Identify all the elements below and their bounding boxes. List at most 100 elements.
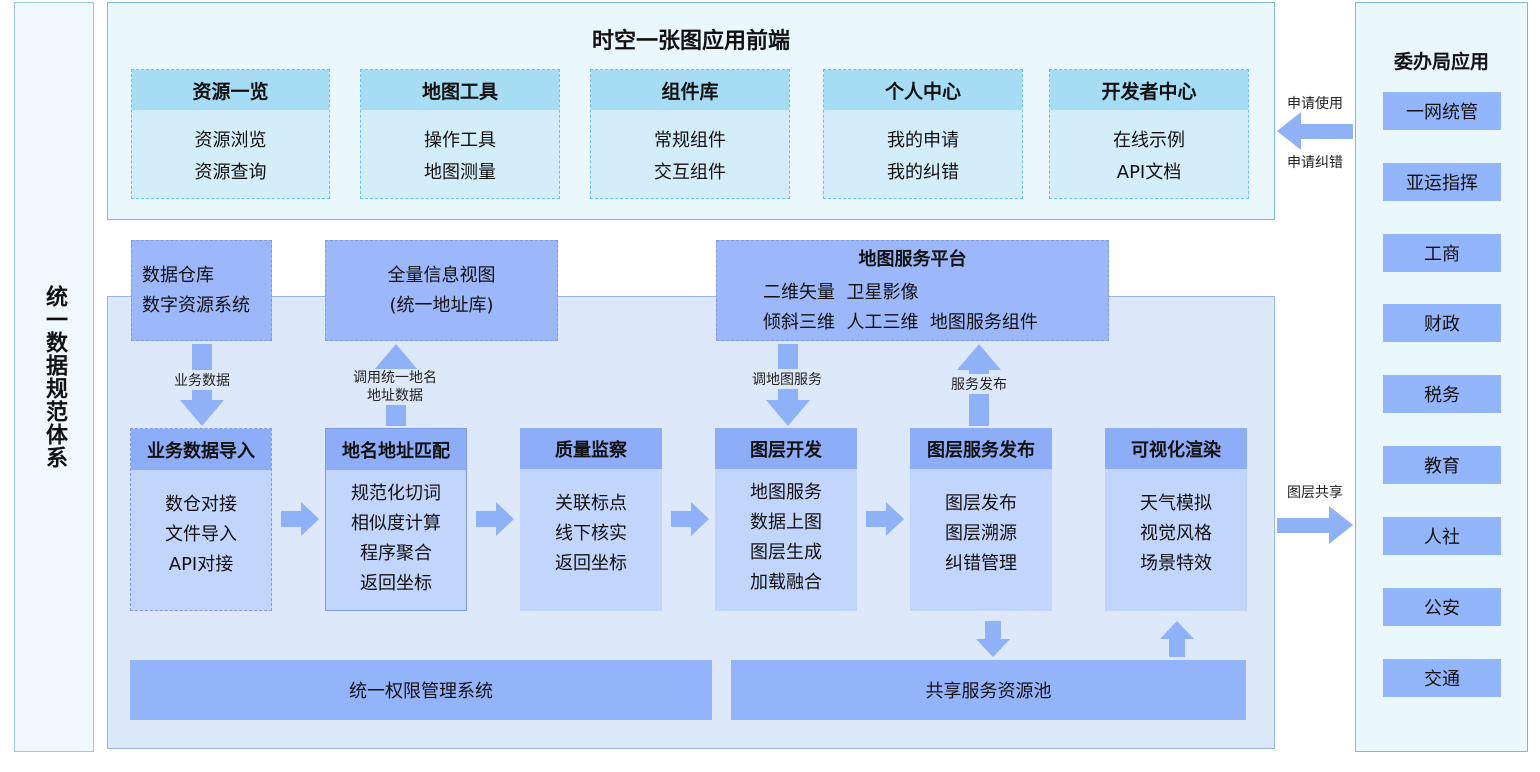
down-arrow-icon xyxy=(976,621,1010,657)
module-item: 天气模拟 xyxy=(1140,493,1212,514)
right-arrow-icon xyxy=(1277,506,1353,544)
frontend-title: 时空一张图应用前端 xyxy=(591,29,790,54)
frontend-card-item: 我的纠错 xyxy=(887,162,959,183)
warehouse-line: 数据仓库 xyxy=(142,264,214,286)
module-item: 图层发布 xyxy=(945,493,1017,514)
right-column: 委办局应用 一网统管 亚运指挥 工商 财政 税务 教育 人社 公安 交通 xyxy=(1355,2,1528,752)
apply-correct-label: 申请纠错 xyxy=(1287,155,1343,171)
frontend-card-item: 交互组件 xyxy=(654,162,726,183)
module-item: 规范化切词 xyxy=(351,483,441,504)
module-item: 加载融合 xyxy=(750,572,822,593)
left-column: 统一数据规范体系 xyxy=(14,2,94,752)
frontend-card-title: 资源一览 xyxy=(132,70,329,110)
up-arrow-icon xyxy=(1160,621,1194,657)
module-items: 图层发布 图层溯源 纠错管理 xyxy=(910,489,1052,579)
frontend-card-components[interactable]: 组件库 常规组件 交互组件 xyxy=(590,69,790,199)
module-item: API对接 xyxy=(168,554,234,575)
app-button[interactable]: 亚运指挥 xyxy=(1383,163,1501,201)
right-arrow-icon xyxy=(281,502,319,536)
frontend-card-personal[interactable]: 个人中心 我的申请 我的纠错 xyxy=(823,69,1023,199)
call-map-service-label: 调地图服务 xyxy=(735,369,839,389)
app-button[interactable]: 交通 xyxy=(1383,659,1501,697)
map-platform-line: 二维矢量 卫星影像 xyxy=(763,282,919,303)
module-item: 程序聚合 xyxy=(360,543,432,564)
module-title: 地名地址匹配 xyxy=(326,429,466,470)
map-platform-title: 地图服务平台 xyxy=(858,249,967,270)
module-item: 关联标点 xyxy=(555,493,627,514)
module-items: 数仓对接 文件导入 API对接 xyxy=(131,490,271,580)
frontend-card-developer[interactable]: 开发者中心 在线示例 API文档 xyxy=(1049,69,1249,199)
frontend-card-title: 地图工具 xyxy=(361,70,559,110)
frontend-card-title: 个人中心 xyxy=(824,70,1022,110)
auth-system-bar: 统一权限管理系统 xyxy=(130,660,712,720)
left-column-title: 统一数据规范体系 xyxy=(42,285,67,469)
full-info-line: (统一地址库) xyxy=(389,294,494,316)
module-item: 地图服务 xyxy=(750,482,822,503)
module-item: 视觉风格 xyxy=(1140,523,1212,544)
module-item: 图层生成 xyxy=(750,542,822,563)
module-title: 图层服务发布 xyxy=(910,428,1052,469)
frontend-card-title: 组件库 xyxy=(591,70,789,110)
module-item: 图层溯源 xyxy=(945,523,1017,544)
module-item: 数据上图 xyxy=(750,512,822,533)
map-service-platform-box: 地图服务平台 二维矢量 卫星影像 倾斜三维 人工三维 地图服务组件 xyxy=(716,240,1109,341)
module-item: 返回坐标 xyxy=(555,553,627,574)
left-arrow-icon xyxy=(1277,112,1353,150)
app-button[interactable]: 税务 xyxy=(1383,375,1501,413)
module-item: 线下核实 xyxy=(555,523,627,544)
module-items: 关联标点 线下核实 返回坐标 xyxy=(520,489,662,579)
frontend-card-item: 地图测量 xyxy=(424,162,496,183)
app-button[interactable]: 教育 xyxy=(1383,446,1501,484)
frontend-card-item: API文档 xyxy=(1116,162,1182,183)
full-info-line: 全量信息视图 xyxy=(387,264,496,286)
module-visual-render: 可视化渲染 天气模拟 视觉风格 场景特效 xyxy=(1105,428,1247,611)
module-item: 相似度计算 xyxy=(351,513,441,534)
service-publish-label: 服务发布 xyxy=(932,374,1026,394)
frontend-card-item: 资源查询 xyxy=(194,162,267,183)
frontend-card-item: 在线示例 xyxy=(1113,130,1185,151)
frontend-card-item: 资源浏览 xyxy=(194,130,267,151)
module-quality-check: 质量监察 关联标点 线下核实 返回坐标 xyxy=(520,428,662,611)
shared-resource-pool-bar: 共享服务资源池 xyxy=(731,660,1246,720)
module-item: 纠错管理 xyxy=(945,553,1017,574)
module-item: 文件导入 xyxy=(165,524,237,545)
module-item: 数仓对接 xyxy=(165,494,237,515)
app-button[interactable]: 一网统管 xyxy=(1383,92,1501,130)
frontend-card-item: 我的申请 xyxy=(887,130,959,151)
frontend-panel: 时空一张图应用前端 资源一览 资源浏览 资源查询 地图工具 操作工具 地图测量 … xyxy=(107,2,1275,220)
module-title: 质量监察 xyxy=(520,428,662,469)
call-address-label: 调用统一地名 地址数据 xyxy=(330,369,460,405)
app-button[interactable]: 公安 xyxy=(1383,588,1501,626)
full-info-view-box: 全量信息视图 (统一地址库) xyxy=(325,240,558,341)
call-address-line: 地址数据 xyxy=(367,388,423,404)
frontend-card-resources[interactable]: 资源一览 资源浏览 资源查询 xyxy=(131,69,330,199)
app-button[interactable]: 人社 xyxy=(1383,517,1501,555)
module-business-import: 业务数据导入 数仓对接 文件导入 API对接 xyxy=(130,428,272,611)
module-address-match: 地名地址匹配 规范化切词 相似度计算 程序聚合 返回坐标 xyxy=(325,428,467,611)
apply-use-label: 申请使用 xyxy=(1287,96,1343,112)
frontend-card-title: 开发者中心 xyxy=(1050,70,1248,110)
app-button[interactable]: 工商 xyxy=(1383,234,1501,272)
right-column-title: 委办局应用 xyxy=(1393,51,1489,73)
warehouse-line: 数字资源系统 xyxy=(142,294,250,316)
data-warehouse-box: 数据仓库 数字资源系统 xyxy=(131,240,272,341)
module-title: 可视化渲染 xyxy=(1105,428,1247,469)
frontend-card-item: 操作工具 xyxy=(424,130,496,151)
module-items: 天气模拟 视觉风格 场景特效 xyxy=(1105,489,1247,579)
app-button[interactable]: 财政 xyxy=(1383,304,1501,342)
module-layer-dev: 图层开发 地图服务 数据上图 图层生成 加载融合 xyxy=(715,428,857,611)
right-arrow-icon xyxy=(671,502,709,536)
module-items: 规范化切词 相似度计算 程序聚合 返回坐标 xyxy=(326,479,466,599)
map-platform-line: 倾斜三维 人工三维 地图服务组件 xyxy=(763,312,1038,333)
frontend-card-map-tools[interactable]: 地图工具 操作工具 地图测量 xyxy=(360,69,560,199)
right-arrow-icon xyxy=(866,502,904,536)
module-items: 地图服务 数据上图 图层生成 加载融合 xyxy=(715,478,857,598)
right-arrow-icon xyxy=(476,502,514,536)
layer-share-label: 图层共享 xyxy=(1287,485,1343,501)
module-item: 返回坐标 xyxy=(360,573,432,594)
business-data-label: 业务数据 xyxy=(150,370,254,390)
module-title: 图层开发 xyxy=(715,428,857,469)
frontend-card-item: 常规组件 xyxy=(654,130,726,151)
call-address-line: 调用统一地名 xyxy=(353,370,437,386)
module-layer-publish: 图层服务发布 图层发布 图层溯源 纠错管理 xyxy=(910,428,1052,611)
